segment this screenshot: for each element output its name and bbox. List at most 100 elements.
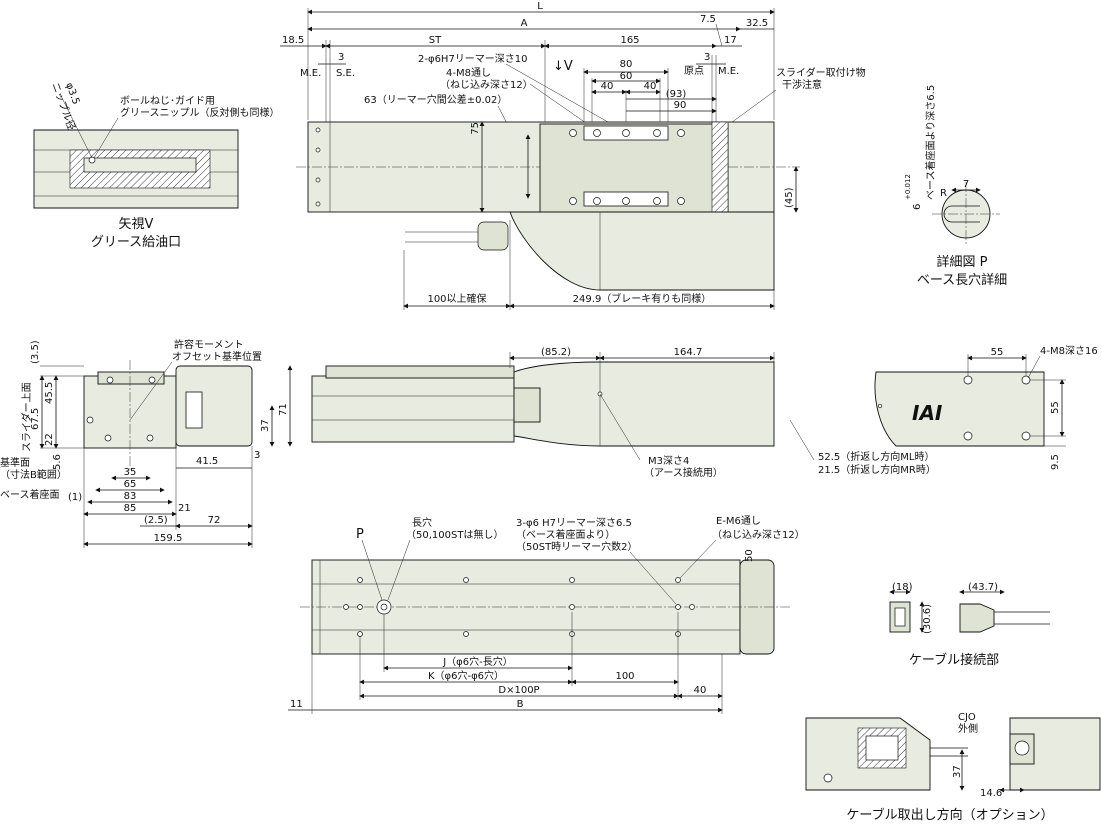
end-top-face: スライダー上面 bbox=[20, 382, 33, 452]
detail-p-w: 7 bbox=[963, 179, 969, 190]
bottom-B: B bbox=[517, 699, 524, 710]
label-pitch: 63（リーマー穴間公差±0.02） bbox=[364, 93, 507, 106]
grease-view: φ3.5 ニップル径 ボールねじ･ガイド用 グリースニップル（反対側も同様） 矢… bbox=[33, 81, 280, 250]
end-d3-5: (3.5) bbox=[30, 340, 41, 364]
label-me-left: M.E. bbox=[300, 68, 321, 79]
cable-d43-7: (43.7) bbox=[968, 582, 998, 593]
label-slider-2: 干渉注意 bbox=[782, 78, 822, 91]
dim-17: 17 bbox=[724, 35, 737, 46]
bottom-DP: D×100P bbox=[498, 685, 539, 696]
label-se: S.E. bbox=[336, 68, 355, 79]
end-moment-2: オフセット基準位置 bbox=[172, 350, 262, 363]
cable-view: (18) (30.6) (43.7) ケーブル接続部 bbox=[889, 582, 1050, 668]
bottom-d11: 11 bbox=[290, 699, 303, 710]
option-view: CJO 外側 37 14.6 ケーブル取出し方向（オプション） bbox=[805, 712, 1101, 823]
side-view: (85.2) 164.7 M3深さ4 （アース接続用） 52.5（折返し方向ML… bbox=[311, 347, 936, 479]
bottom-reamer-2: （ベース着座面より） bbox=[516, 528, 615, 541]
end-d21: 21 bbox=[178, 503, 191, 514]
end-ref-2: （寸法B範囲） bbox=[0, 468, 67, 481]
option-cjo-1: CJO bbox=[958, 712, 976, 723]
side-m3-1: M3深さ4 bbox=[648, 455, 689, 467]
end-d71: 71 bbox=[278, 403, 289, 416]
bottom-slot-2: （50,100STは無し） bbox=[406, 528, 503, 541]
detail-p-tol-up: +0.012 bbox=[904, 174, 912, 200]
detail-p-caption-2: ベース長穴詳細 bbox=[917, 272, 1007, 288]
end-d72: 72 bbox=[208, 515, 221, 526]
top-view: L A 32.5 7.5 18.5 ST 165 17 3 M.E. S.E. … bbox=[280, 1, 866, 310]
dim-3a: 3 bbox=[338, 52, 344, 63]
bottom-em6-1: E-M6通し bbox=[716, 515, 761, 527]
detail-p-side: ベース着座面より深さ6.5 bbox=[924, 85, 937, 200]
grease-note-2: グリースニップル（反対側も同様） bbox=[120, 106, 280, 119]
motor-m8: 4-M8深さ16 bbox=[1040, 345, 1098, 357]
side-mr: 21.5（折返し方向MR時） bbox=[818, 463, 936, 476]
end-d35: 35 bbox=[124, 467, 137, 478]
bottom-K: K（φ6穴-φ6穴） bbox=[428, 669, 504, 682]
detail-p-tol: 6 bbox=[912, 204, 923, 210]
label-m8-1: 4-M8通し bbox=[446, 67, 491, 79]
cable-d18: (18) bbox=[892, 582, 913, 593]
dim-80: 80 bbox=[620, 59, 633, 70]
bottom-d40: 40 bbox=[694, 685, 707, 696]
label-arrow-v: ↓V bbox=[553, 59, 573, 74]
motor-housing-top bbox=[509, 211, 775, 291]
slider-hatch bbox=[711, 121, 729, 215]
side-view-motor bbox=[513, 361, 775, 447]
bottom-reamer-1: 3-φ6 H7リーマー深さ6.5 bbox=[516, 517, 632, 529]
side-ml: 52.5（折返し方向ML時） bbox=[818, 450, 934, 463]
motor-d9-5: 9.5 bbox=[1050, 454, 1061, 470]
end-view: 許容モーメント オフセット基準位置 (3.5) 45.5 67.5 スライダー上… bbox=[0, 338, 293, 548]
cable-caption: ケーブル接続部 bbox=[909, 652, 999, 668]
bottom-em6-2: （ねじ込み深さ12） bbox=[712, 529, 805, 541]
dim-L: L bbox=[537, 1, 543, 12]
dim-7-5: 7.5 bbox=[700, 14, 716, 25]
motor-view: IAI 55 4-M8深さ16 55 9.5 bbox=[874, 345, 1098, 470]
dim-A: A bbox=[521, 18, 528, 29]
dim-93: (93) bbox=[666, 89, 687, 100]
end-d3: 3 bbox=[254, 450, 260, 461]
grease-caption-2: グリース給油口 bbox=[91, 235, 181, 250]
end-base: ベース着座面 bbox=[0, 488, 60, 501]
grease-nipple-icon bbox=[88, 156, 96, 164]
option-caption: ケーブル取出し方向（オプション） bbox=[846, 807, 1053, 823]
bottom-reamer-3: （50ST時リーマー穴数2） bbox=[516, 540, 638, 553]
dim-100-min: 100以上確保 bbox=[427, 292, 486, 305]
dim-18-5: 18.5 bbox=[282, 35, 304, 46]
end-moment-1: 許容モーメント bbox=[174, 338, 244, 351]
end-d159-5: 159.5 bbox=[154, 533, 183, 544]
motor-view-body bbox=[874, 371, 1045, 447]
dim-3b: 3 bbox=[704, 52, 710, 63]
bottom-slot-1: 長穴 bbox=[412, 516, 432, 529]
option-d14-6: 14.6 bbox=[980, 788, 1002, 799]
option-cjo-2: 外側 bbox=[958, 722, 978, 735]
dim-40b: 40 bbox=[644, 81, 657, 92]
bottom-J: J（φ6穴-長穴） bbox=[442, 655, 513, 668]
option-d37: 37 bbox=[952, 765, 963, 778]
end-d41-5: 41.5 bbox=[196, 456, 218, 467]
detail-p: 7 R 6 +0.012 ベース着座面より深さ6.5 詳細図 P ベース長穴詳細 bbox=[904, 85, 1007, 288]
dim-75: 75 bbox=[470, 122, 481, 135]
option-connector-icon bbox=[1014, 740, 1030, 756]
end-d5-6: 5.6 bbox=[52, 454, 63, 470]
end-ref-1: 基準面 bbox=[0, 456, 30, 469]
dim-32-5: 32.5 bbox=[746, 18, 768, 29]
dim-ST: ST bbox=[429, 35, 442, 46]
bottom-d50: 50 bbox=[744, 549, 755, 562]
cable-d30-6: (30.6) bbox=[922, 604, 933, 634]
label-me-right: M.E. bbox=[718, 66, 739, 77]
side-view-body bbox=[311, 375, 515, 443]
dim-45: (45) bbox=[784, 187, 795, 208]
motor-d55a: 55 bbox=[991, 347, 1004, 358]
end-d67-5: 67.5 bbox=[30, 408, 41, 430]
motor-logo: IAI bbox=[912, 401, 943, 425]
end-d2-5: (2.5) bbox=[144, 515, 168, 526]
label-m8-2: （ねじ込み深さ12） bbox=[440, 79, 533, 91]
dim-165: 165 bbox=[620, 35, 639, 46]
dim-40a: 40 bbox=[601, 81, 614, 92]
side-d85-2: (85.2) bbox=[541, 347, 571, 358]
grease-note-1: ボールねじ･ガイド用 bbox=[120, 95, 215, 107]
end-d45-5: 45.5 bbox=[44, 382, 55, 404]
grease-caption-1: 矢視V bbox=[119, 217, 154, 232]
